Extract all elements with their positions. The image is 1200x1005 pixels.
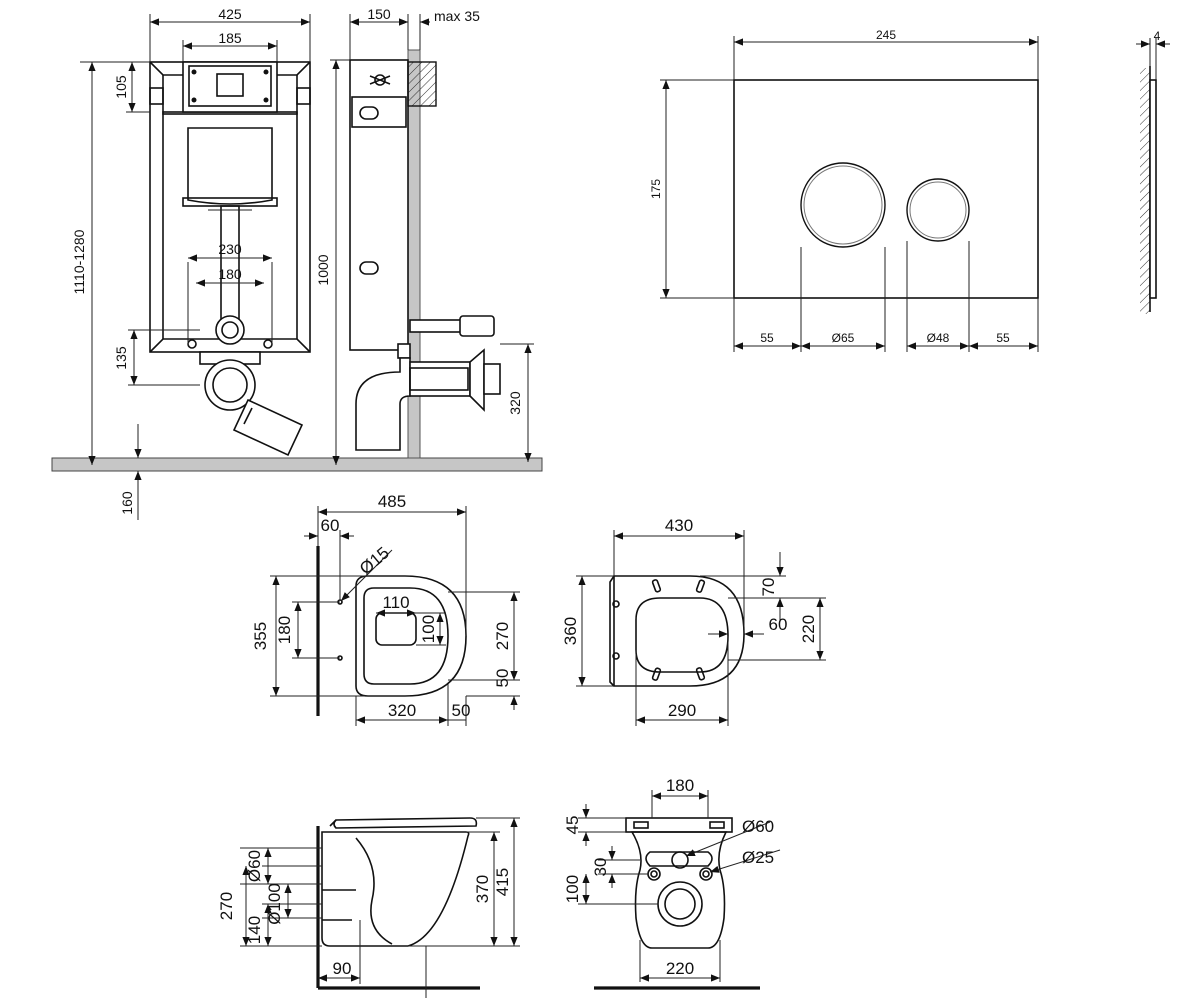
total-height-label: 415 (493, 868, 512, 896)
inlet-height-label: 270 (217, 892, 236, 920)
rim-offset-label: 50 (493, 669, 512, 688)
plate-height-label: 175 (649, 179, 663, 199)
rear-top-width-label: 180 (666, 776, 694, 795)
seat-length-label: 430 (665, 516, 693, 535)
floor-offset-label: 160 (119, 491, 135, 515)
outlet-length-label: 100 (419, 615, 438, 643)
small-flush-button (906, 178, 970, 242)
outlet-height-side-label: 140 (245, 916, 264, 944)
bowl-top-view: 485 60 Ø15 355 180 110 100 270 (251, 492, 520, 726)
back-offset-label: 90 (333, 959, 352, 978)
outlet-spacing-inner-label: 180 (218, 266, 242, 282)
tip-offset-label: 50 (452, 701, 471, 720)
hole-diameter-label: Ø15 (356, 543, 393, 578)
small-button-diameter-label: Ø48 (927, 331, 950, 345)
plate-thickness-label: 4 (1154, 29, 1161, 43)
frame-width-label: 425 (218, 6, 242, 22)
rear-inlet-diameter-label: Ø60 (742, 817, 774, 836)
bowl-side-view: Ø60 Ø100 270 140 370 415 90 (217, 817, 520, 998)
frame-body (149, 61, 311, 457)
seat-height-label: 45 (563, 816, 582, 835)
bowl-rear-view: 180 45 30 100 Ø60 Ø25 220 (563, 776, 781, 990)
inner-width-label: 270 (493, 622, 512, 650)
opening-width-label: 220 (799, 615, 818, 643)
frame-height-side-label: 1000 (315, 254, 331, 285)
bracket-width-label: 185 (218, 30, 242, 46)
bracket-height-label: 105 (113, 75, 129, 99)
hinge-offset-label: 70 (759, 578, 778, 597)
plate-width-label: 245 (876, 28, 896, 42)
bolt-diameter-label: Ø25 (742, 848, 774, 867)
flush-plate (733, 79, 1039, 299)
rear-base-width-label: 220 (666, 959, 694, 978)
bowl-width-label: 355 (251, 622, 270, 650)
mount-offset-label: 60 (321, 516, 340, 535)
inlet-diameter-label: Ø60 (245, 850, 264, 882)
outlet-offset-label: 100 (563, 875, 582, 903)
plate-right-margin-label: 55 (996, 331, 1010, 345)
base-length-label: 320 (388, 701, 416, 720)
bolt-offset-label: 30 (591, 858, 610, 877)
bowl-length-label: 485 (378, 492, 406, 511)
flush-plate-view: 245 175 55 Ø65 Ø48 55 4 (649, 28, 1170, 352)
floor-slab (51, 457, 543, 472)
bowl-height-label: 370 (473, 875, 492, 903)
wall-max-label: max 35 (434, 8, 480, 24)
outlet-height-label: 135 (113, 346, 129, 370)
frame-depth-label: 150 (367, 6, 391, 22)
seat-top-view: 430 360 70 60 220 290 (561, 516, 826, 726)
hole-spacing-label: 180 (275, 616, 294, 644)
frame-height-label: 1110-1280 (71, 229, 87, 294)
opening-offset-label: 60 (769, 615, 788, 634)
frame-side-view: 150 max 35 1000 320 (315, 6, 534, 465)
large-flush-button (800, 162, 886, 248)
outlet-spacing-outer-label: 230 (218, 241, 242, 257)
plate-left-margin-label: 55 (760, 331, 774, 345)
frame-front-view: 425 185 105 230 180 1110-1280 135 160 (51, 6, 543, 520)
opening-length-label: 290 (668, 701, 696, 720)
outlet-width-label: 110 (382, 593, 409, 612)
seat-width-label: 360 (561, 617, 580, 645)
drain-height-label: 320 (507, 391, 523, 415)
large-button-diameter-label: Ø65 (832, 331, 855, 345)
